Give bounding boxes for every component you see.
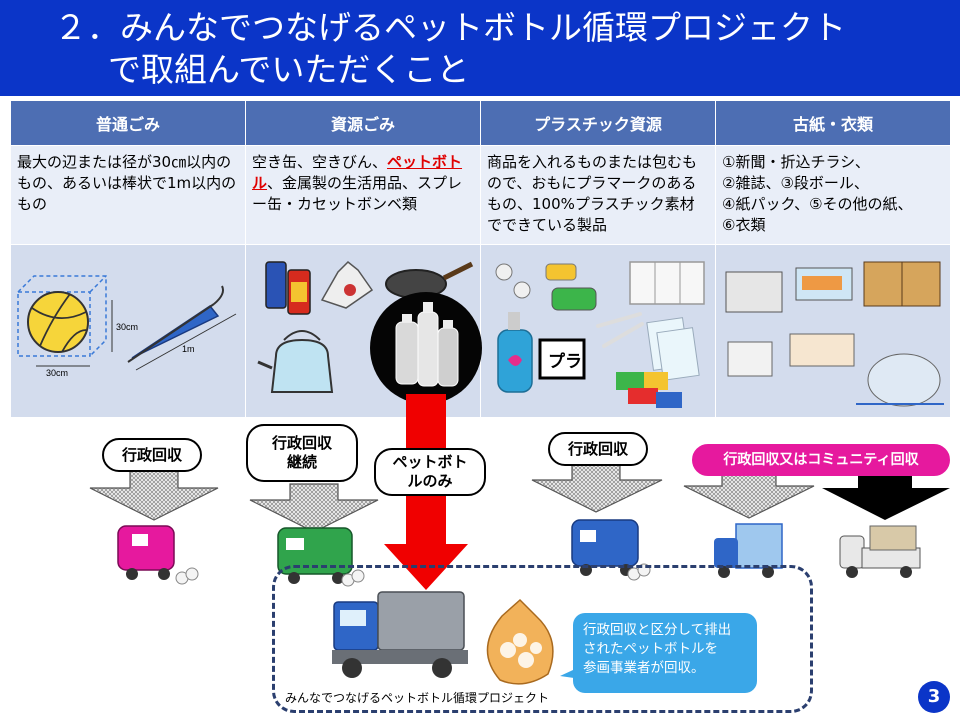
desc-paper-clothing: ①新聞・折込チラシ、 ②雑誌、③段ボール、 ④紙パック、⑤その他の紙、 ⑥衣類: [715, 145, 951, 245]
desc-resource-waste: 空き缶、空きびん、ペットボトル、金属製の生活用品、スプレー缶・カセットボンベ類: [245, 145, 481, 245]
green-truck-icon: [277, 527, 365, 587]
kettle-icon: [257, 330, 334, 393]
paper-bundles-icon: [725, 261, 944, 407]
ball-in-box-icon: [17, 275, 113, 367]
svg-text:プラ: プラ: [548, 351, 582, 372]
title-line-1: ２．みんなでつなげるペットボトル循環プロジェクト: [54, 8, 846, 47]
pickup-truck-icon: [839, 525, 921, 578]
dim-1m: 1m: [182, 344, 195, 354]
bubble-line-1: 行政回収と区分して排出: [583, 622, 732, 638]
pla-mark-icon: プラ: [538, 338, 586, 380]
desc-resource-before: 空き缶、空きびん、: [252, 153, 388, 171]
bubble-line-2: されたペットボトルを: [583, 641, 718, 657]
header-plastic-resource: プラスチック資源: [480, 100, 716, 146]
label-admin-collection-2: 行政回収: [548, 432, 648, 466]
page-number: 3: [918, 681, 950, 713]
pet-bag-icon: [486, 598, 554, 685]
label-pet-bottle-only: ペットボトルのみ: [374, 448, 486, 496]
arrow-resource-waste: [249, 483, 379, 533]
label-admin-collection-continue: 行政回収継続: [246, 424, 358, 482]
dim-30cm-horizontal: 30cm: [46, 368, 68, 378]
desc-normal-waste: 最大の辺または径が30㎝以内のもの、あるいは棒状で1m以内のもの: [10, 145, 246, 245]
label-admin-or-community: 行政回収又はコミュニティ回収: [692, 444, 950, 476]
header-paper-clothing: 古紙・衣類: [715, 100, 951, 146]
desc-resource-after: 、金属製の生活用品、スプレー缶・カセットボンベ類: [252, 174, 463, 213]
pet-bottles-circle-icon: [370, 292, 482, 404]
title-line-2: で取組んでいただくこと: [108, 50, 470, 89]
speech-bubble: 行政回収と区分して排出 されたペットボトルを 参画事業者が回収。: [573, 613, 757, 693]
arrow-community: [822, 470, 950, 520]
glass-bottle-icon: [320, 260, 374, 309]
desc-plastic-resource: 商品を入れるものまたは包むもので、おもにプラマークのあるもの、100%プラスチッ…: [480, 145, 716, 245]
toy-blocks-icon: [616, 372, 682, 408]
title-bar: ２．みんなでつなげるペットボトル循環プロジェクト で取組んでいただくこと: [0, 0, 960, 96]
paper-line-1: ①新聞・折込チラシ、: [722, 153, 870, 171]
project-name-label: みんなでつなげるペットボトル循環プロジェクト: [285, 691, 550, 705]
garbage-truck-icon: [332, 591, 468, 678]
bubble-line-3: 参画事業者が回収。: [583, 660, 705, 676]
plastic-items-icon: [495, 261, 705, 381]
paper-line-2: ②雑誌、③段ボール、: [722, 174, 869, 192]
dim-30cm-vertical: 30cm: [116, 322, 138, 332]
paper-line-3: ④紙パック、⑤その他の紙、: [722, 195, 913, 213]
paper-line-4: ⑥衣類: [722, 216, 766, 234]
pet-bottle-highlight: ペットボトル: [252, 153, 463, 192]
blue-box-truck-icon: [714, 523, 783, 578]
pink-truck-icon: [117, 525, 199, 585]
pump-bottle-icon: [497, 312, 533, 393]
label-admin-collection-1: 行政回収: [102, 438, 202, 472]
umbrella-icon: [127, 285, 237, 371]
cans-icon: [265, 261, 311, 315]
project-collection-box: [272, 565, 813, 713]
